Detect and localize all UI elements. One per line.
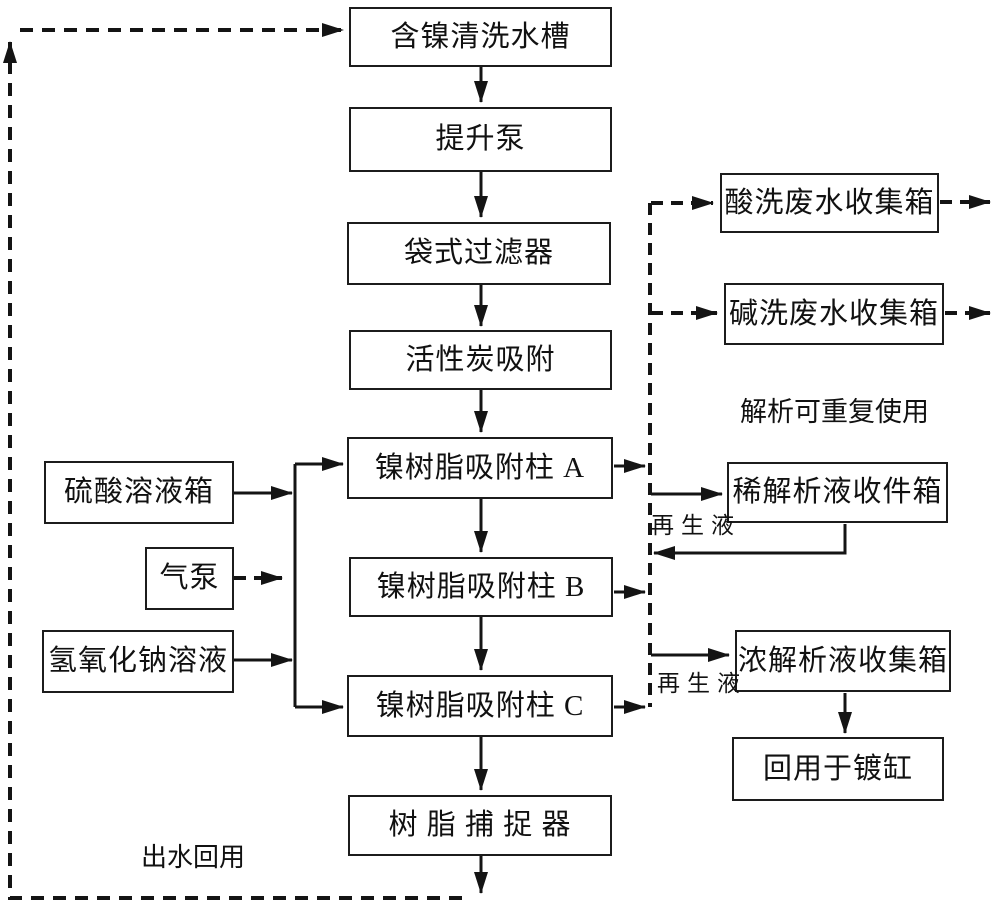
box-resin-column-c: 镍树脂吸附柱 C [347, 675, 613, 737]
label-regeneration-liquid-upper: 再生液 [651, 513, 741, 538]
box-activated-carbon: 活性炭吸附 [349, 330, 612, 390]
box-air-pump: 气泵 [145, 547, 234, 610]
box-alkali-wash-collection: 碱洗废水收集箱 [724, 283, 944, 345]
box-sodium-hydroxide: 氢氧化钠溶液 [42, 630, 234, 693]
box-bag-filter: 袋式过滤器 [347, 222, 611, 285]
box-resin-column-b: 镍树脂吸附柱 B [349, 557, 613, 617]
label-regeneration-liquid-lower: 再生液 [657, 671, 747, 696]
box-resin-trap: 树 脂 捕 捉 器 [348, 795, 612, 856]
box-reuse-in-plating-tank: 回用于镀缸 [732, 737, 944, 801]
box-nickel-rinse-tank: 含镍清洗水槽 [349, 7, 612, 67]
box-dilute-eluate-tank: 稀解析液收件箱 [727, 462, 948, 523]
box-acid-wash-collection: 酸洗废水收集箱 [720, 173, 939, 233]
effluent-reuse-loop-dashed [2, 41, 462, 900]
box-sulfuric-acid-tank: 硫酸溶液箱 [44, 461, 234, 524]
label-eluate-reusable: 解析可重复使用 [740, 397, 929, 427]
arrow-dilute-regen-return [653, 524, 847, 560]
label-effluent-water-reuse: 出水回用 [141, 843, 246, 872]
box-resin-column-a: 镍树脂吸附柱 A [347, 437, 613, 499]
box-lift-pump: 提升泵 [349, 107, 612, 172]
box-concentrated-eluate-tank: 浓解析液收集箱 [735, 630, 951, 692]
